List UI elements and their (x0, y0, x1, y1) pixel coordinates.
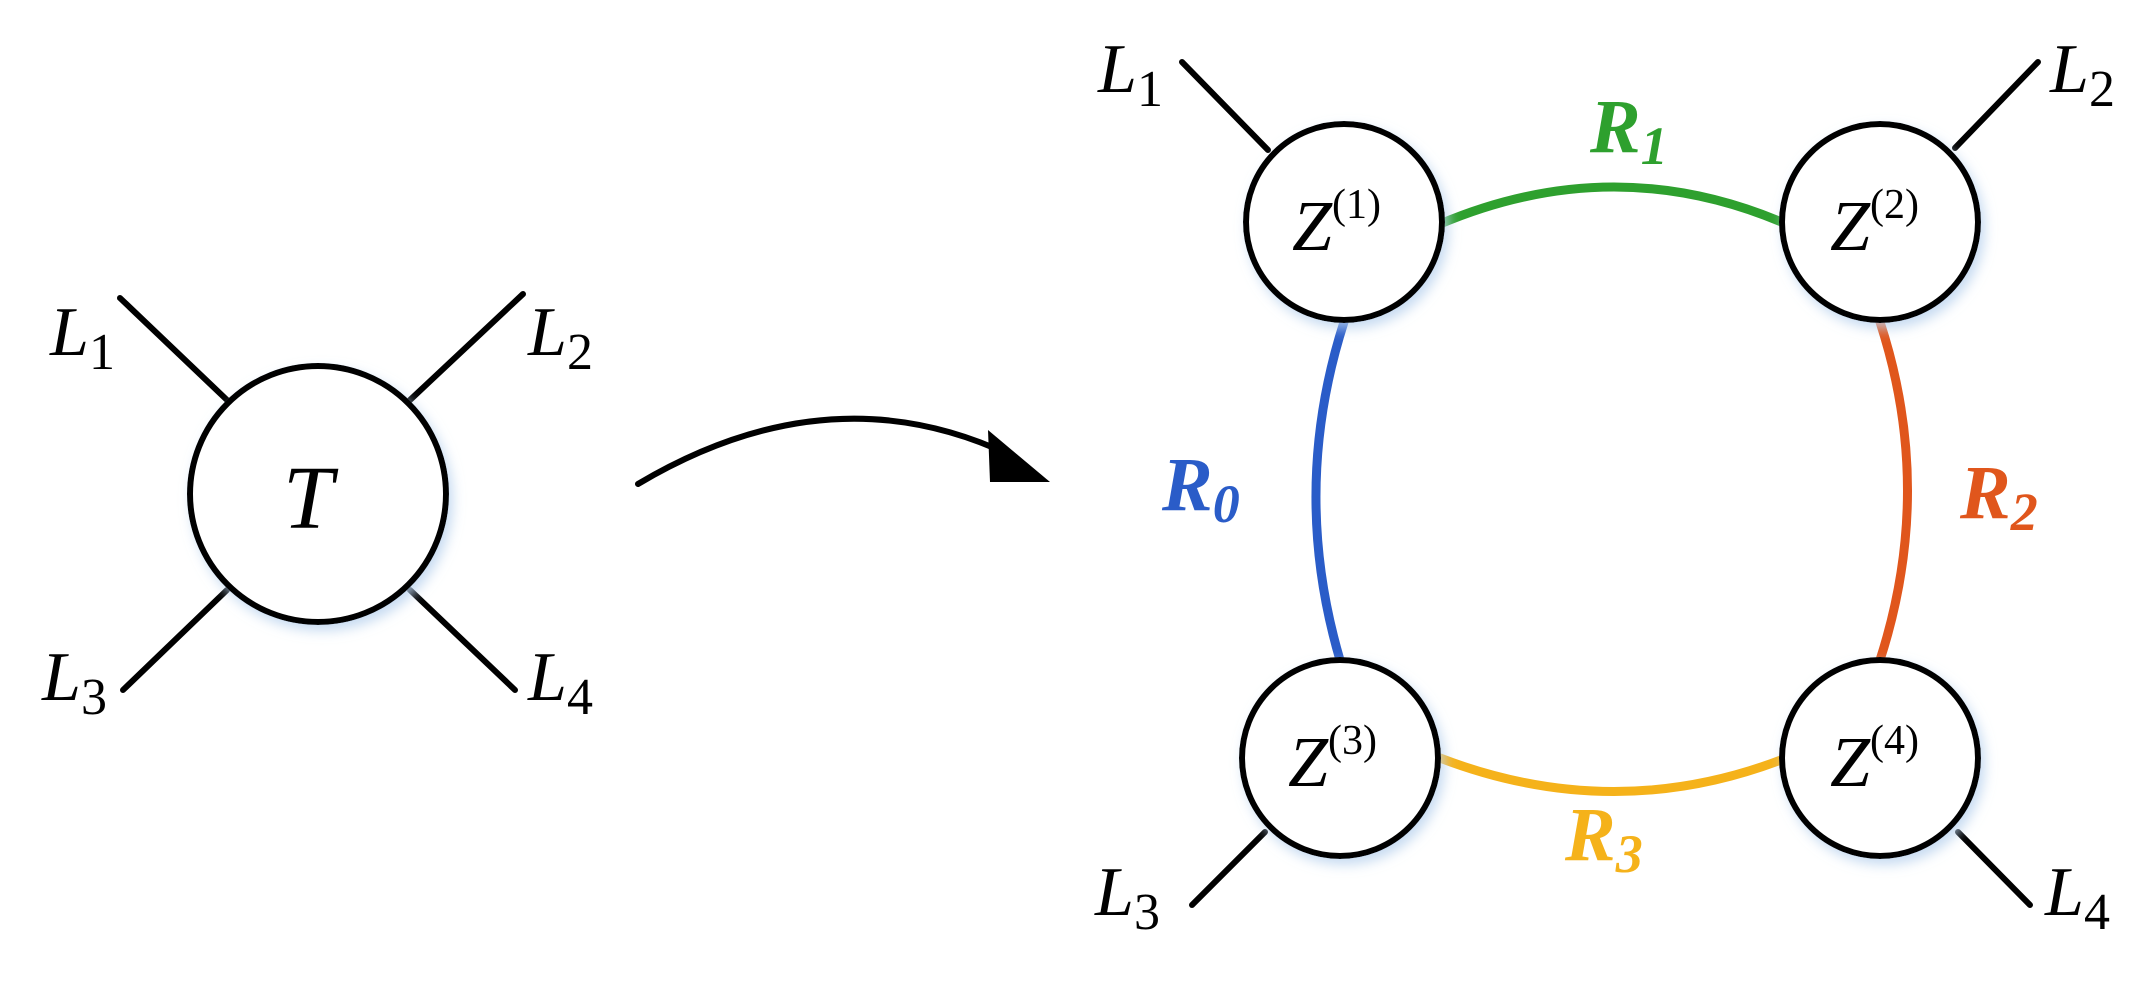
ring-leg-4 (1955, 829, 2033, 908)
node-label-z2: Z(2) (1830, 182, 1919, 266)
arrowhead (988, 430, 1050, 482)
bond-label-r0: R0 (1161, 443, 1240, 534)
left-leg-3 (120, 587, 230, 693)
left-leg-2 (407, 291, 526, 403)
ring-leg-label-l1: L1 (1097, 31, 1163, 118)
node-label-z3: Z(3) (1288, 718, 1377, 802)
bond-r2 (1875, 317, 1912, 665)
node-label-z1: Z(1) (1292, 182, 1381, 266)
tensor-t-node (187, 363, 449, 625)
bond-r0 (1311, 317, 1349, 665)
ring-leg-1 (1179, 59, 1271, 153)
left-label-l1: L1 (49, 294, 115, 381)
ring-node-z1 (1243, 121, 1445, 323)
ring-node-z4 (1779, 657, 1981, 859)
left-label-l3: L3 (41, 639, 107, 726)
left-leg-4 (407, 587, 518, 693)
tensor-t-symbol: T (283, 449, 339, 548)
bond-r1 (1435, 182, 1791, 229)
ring-leg-label-l4: L4 (2044, 854, 2110, 941)
ring-leg-label-l3: L3 (1094, 854, 1160, 941)
ring-node-z2 (1779, 121, 1981, 323)
bond-label-r2: R2 (1959, 451, 2038, 542)
ring-node-z3 (1239, 657, 1441, 859)
left-label-l4: L4 (527, 639, 593, 726)
bond-label-r3: R3 (1564, 793, 1643, 884)
ring-leg-label-l2: L2 (2049, 31, 2115, 118)
arrow-curve (635, 415, 1013, 487)
ring-leg-2 (1952, 59, 2041, 151)
left-label-l2: L2 (527, 294, 593, 381)
ring-leg-3 (1189, 829, 1268, 908)
decomposition-arrow (635, 415, 1050, 487)
bond-label-r1: R1 (1589, 85, 1668, 176)
tensor-ring: Z(1) Z(2) Z(3) Z(4) L1 L2 L3 L4 R1 R0 (1094, 31, 2115, 941)
bond-r3 (1435, 753, 1791, 796)
left-leg-1 (117, 295, 230, 403)
left-tensor: T L1 L2 L3 L4 (41, 291, 593, 726)
node-label-z4: Z(4) (1830, 718, 1919, 802)
